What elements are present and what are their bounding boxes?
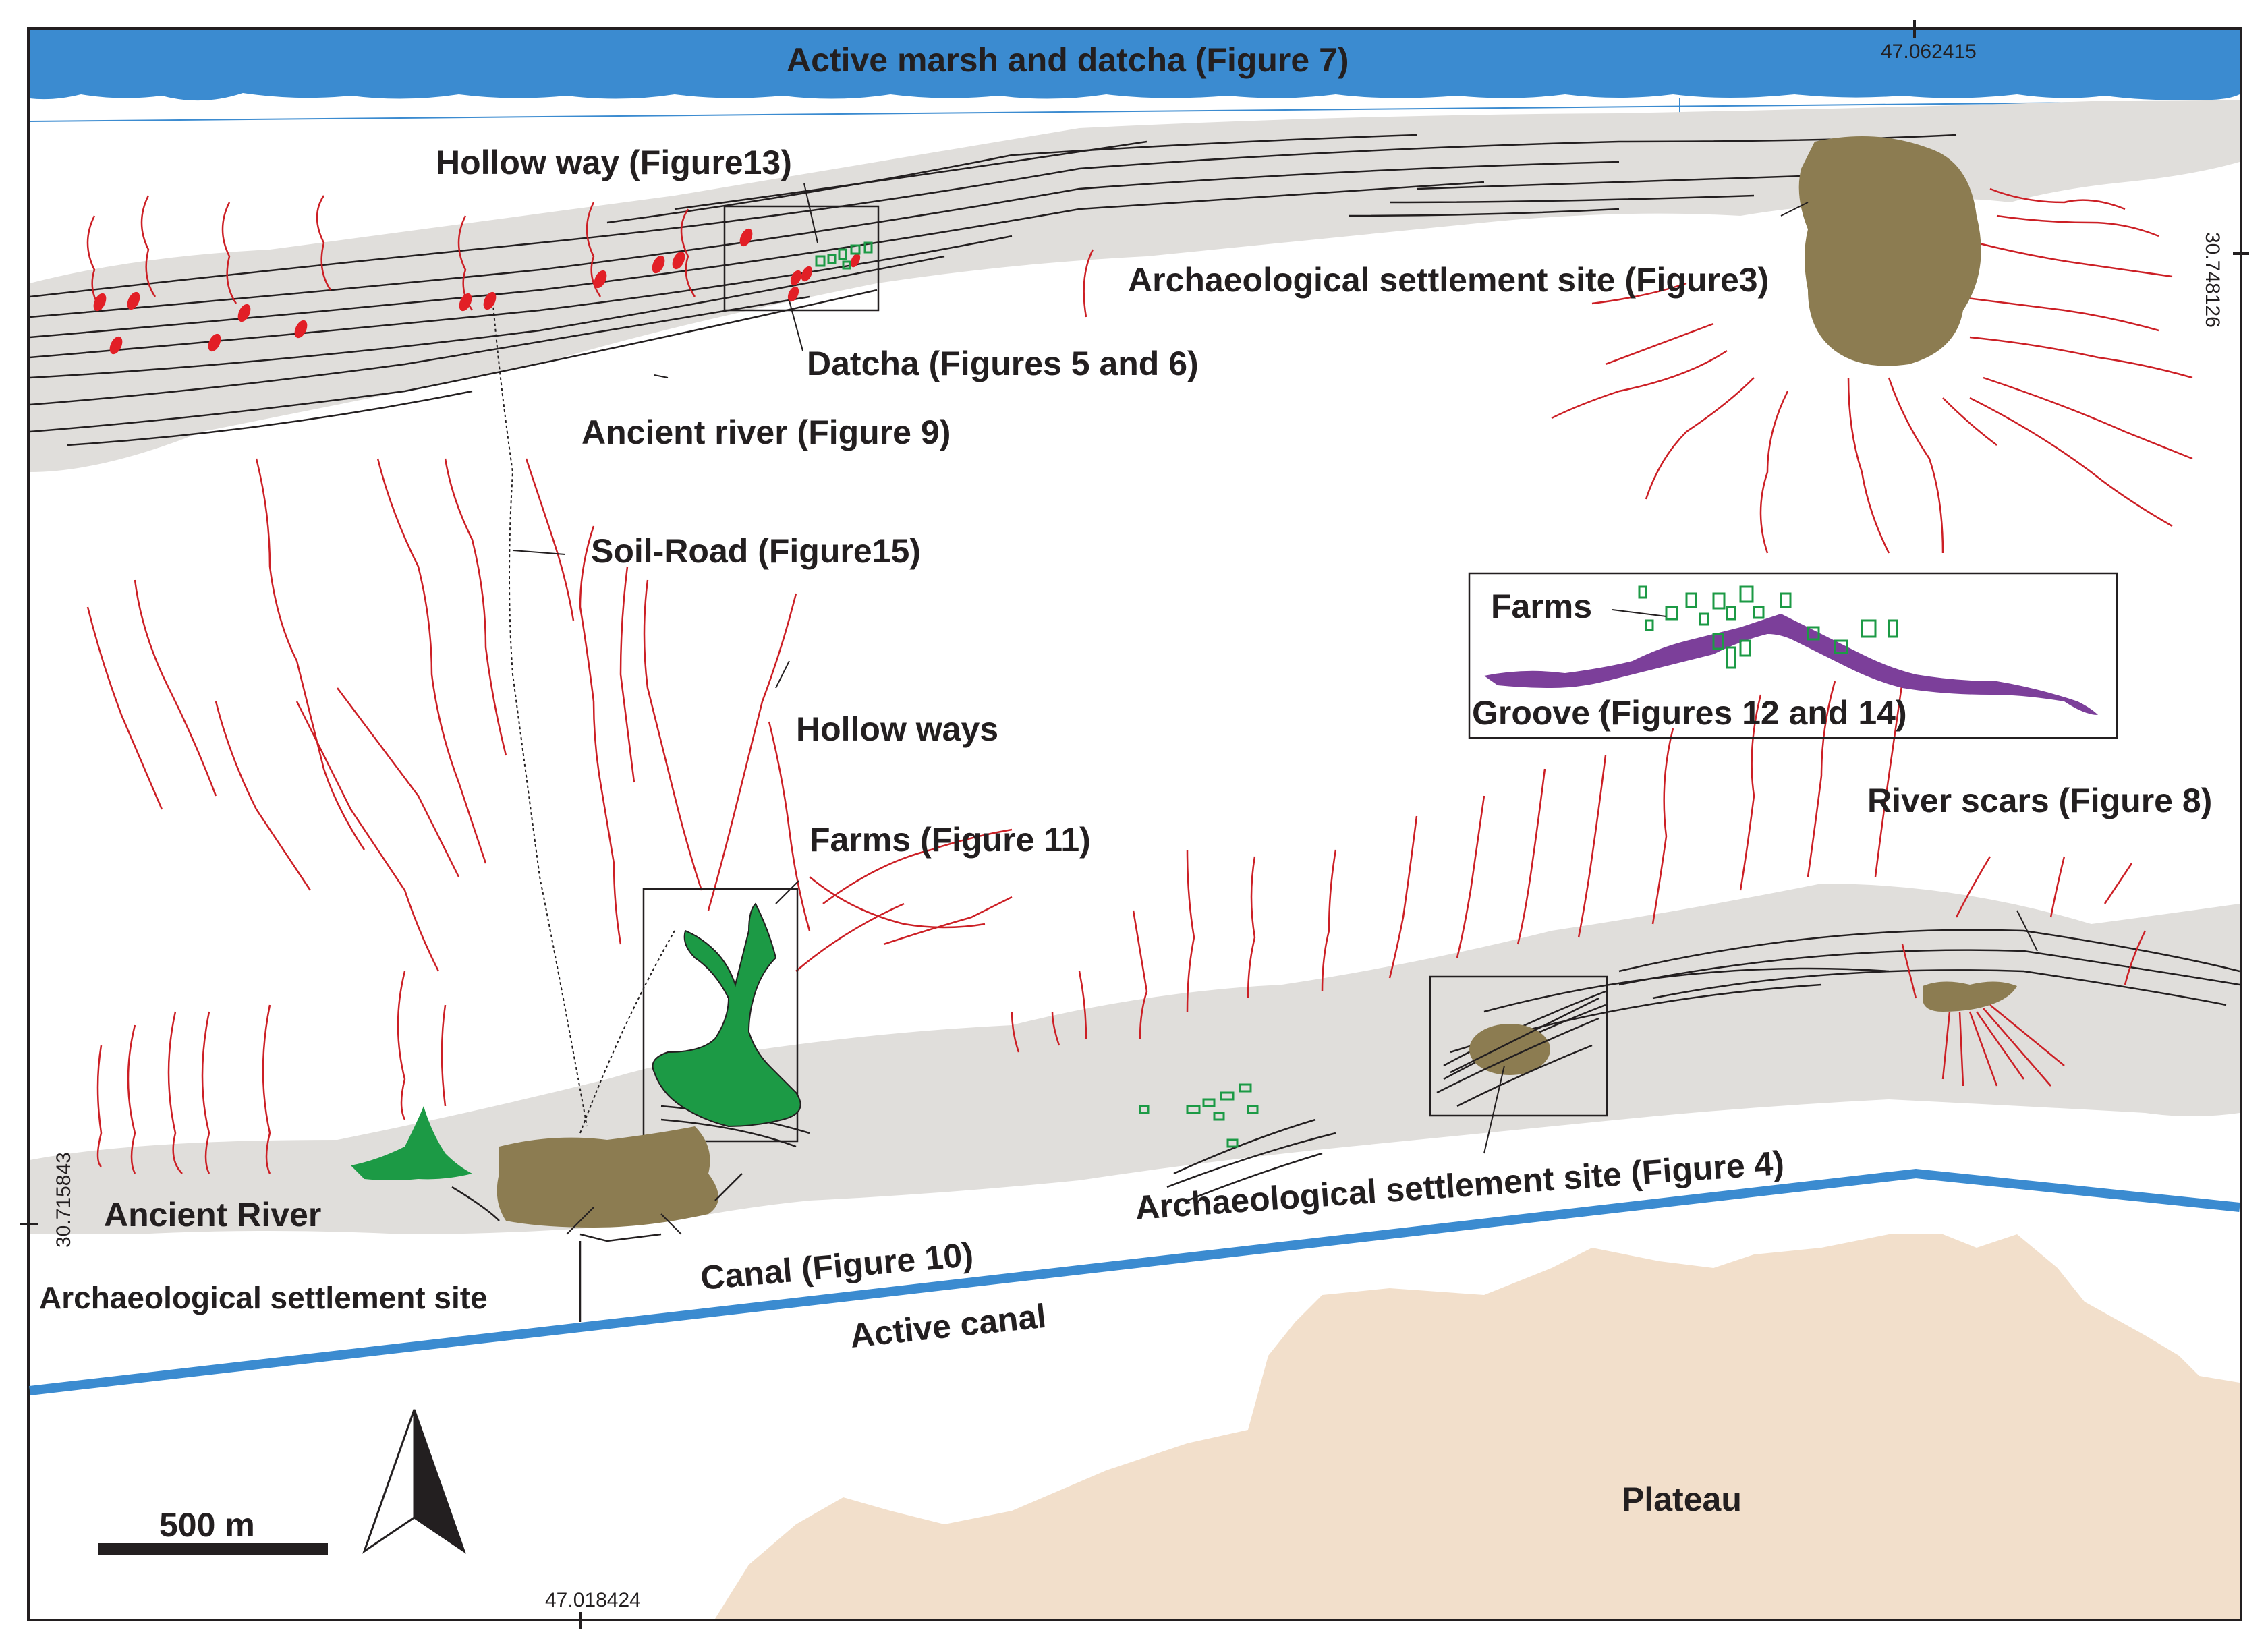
- groove-inset-box: [1468, 572, 2118, 739]
- label-groove: Groove (Figures 12 and 14): [1472, 694, 1907, 732]
- upper-river-bed: [30, 100, 2240, 472]
- label-hollow-way: Hollow way (Figure13): [436, 144, 792, 181]
- label-plateau: Plateau: [1622, 1480, 1742, 1518]
- datcha-mark: [672, 251, 685, 270]
- settlement4-inset-box: [1429, 975, 1608, 1117]
- marsh-band: [30, 30, 2240, 101]
- label-settlement-figure3: Archaeological settlement site (Figure3): [1128, 261, 1769, 299]
- hollow-way-lines: [86, 187, 2193, 1174]
- settlement-site-lower: [497, 1126, 718, 1228]
- label-ancient-river-9: Ancient river (Figure 9): [582, 413, 951, 451]
- lower-river-channels: [660, 929, 2240, 1202]
- settlement-site-figure4: [1469, 1024, 1550, 1075]
- datcha-mark: [483, 291, 497, 310]
- datcha-mark: [93, 293, 107, 312]
- label-farms-11: Farms (Figure 11): [810, 821, 1091, 859]
- settlement-site-right: [1923, 981, 2017, 1012]
- label-farms-top: Farms: [1491, 587, 1592, 625]
- label-ancient-river: Ancient River: [104, 1196, 321, 1234]
- settlement-site-figure3: [1798, 136, 1981, 366]
- upper-river-channels: [29, 134, 1957, 446]
- north-arrow-icon: [362, 1409, 466, 1554]
- datcha-mark: [294, 320, 308, 339]
- coord-bottom: 47.018424: [545, 1589, 641, 1611]
- datcha-mark: [790, 270, 802, 286]
- label-settlement: Archaeological settlement site: [39, 1280, 488, 1315]
- farms11-inset-box: [642, 888, 799, 1143]
- datcha-mark: [208, 333, 221, 352]
- label-datcha: Datcha (Figures 5 and 6): [807, 345, 1199, 382]
- label-river-scars: River scars (Figure 8): [1867, 782, 2212, 819]
- datcha-mark: [237, 304, 251, 322]
- farms-top-marks: [1638, 585, 1898, 669]
- groove-channel: [1484, 614, 2098, 715]
- datcha-mark: [109, 336, 123, 355]
- plateau-area: [715, 1234, 2240, 1619]
- scale-label: 500 m: [159, 1506, 255, 1544]
- coord-top: 47.062415: [1881, 40, 1977, 63]
- datcha-mark: [652, 255, 665, 274]
- leader-lines: [512, 183, 2038, 1235]
- scale-bar: 500 m: [98, 1506, 328, 1555]
- datcha-mark: [459, 293, 472, 312]
- datcha-farm-marks: [815, 241, 873, 270]
- datcha-mark: [787, 286, 799, 302]
- soil-road-path-2: [579, 930, 675, 1134]
- settlement-lower-lines: [451, 1173, 743, 1322]
- coord-right: 30.748126: [2201, 232, 2223, 328]
- datcha-mark: [850, 253, 861, 268]
- coord-left: 30.715843: [53, 1152, 75, 1248]
- marsh-edge-line: [29, 100, 2240, 122]
- farms-west: [351, 1106, 472, 1180]
- scale-bar-line: [98, 1543, 328, 1555]
- right-settlement-rays: [1941, 1004, 2065, 1087]
- farms-figure11: [652, 902, 801, 1128]
- label-marsh: Active marsh and datcha (Figure 7): [787, 41, 1349, 79]
- datcha-mark: [739, 228, 753, 247]
- datcha-mark: [127, 291, 140, 310]
- datcha-mark: [594, 270, 607, 289]
- label-hollow-ways: Hollow ways: [796, 710, 998, 748]
- datcha-marks: [93, 228, 861, 355]
- label-soil-road: Soil-Road (Figure15): [591, 532, 921, 570]
- figure4-box-lines: [1436, 997, 1599, 1107]
- active-canal-line: [29, 1168, 2240, 1395]
- datcha-inset-box: [723, 205, 880, 312]
- farms-lower-marks: [1139, 1083, 1259, 1148]
- soil-road-path: [492, 296, 588, 1127]
- datcha-mark: [801, 266, 813, 282]
